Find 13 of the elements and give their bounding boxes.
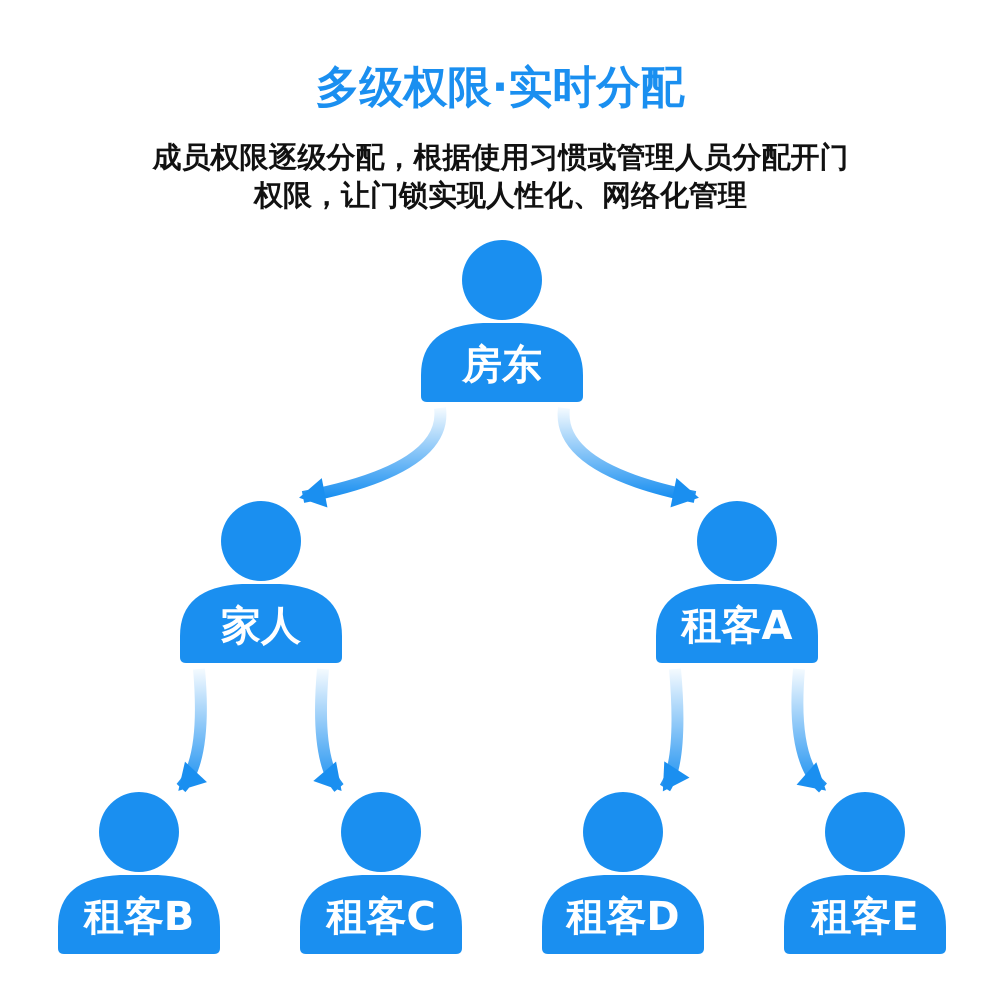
title: 多级权限·实时分配	[314, 61, 686, 115]
arrow	[176, 668, 207, 792]
person-label: 租客A	[680, 602, 794, 651]
person-label: 租客B	[82, 893, 196, 942]
person-label: 租客D	[564, 893, 681, 942]
description-text: 成员权限逐级分配，根据使用习惯或管理人员分配开门权限，让门锁实现人性化、网络化管理	[151, 139, 850, 214]
person-label: 租客C	[324, 893, 437, 942]
person-label: 租客E	[810, 893, 920, 942]
arrow	[314, 668, 344, 792]
arrow	[791, 668, 828, 792]
person-label: 家人	[220, 602, 302, 651]
person-label: 房东	[460, 341, 543, 390]
arrow	[660, 668, 689, 792]
